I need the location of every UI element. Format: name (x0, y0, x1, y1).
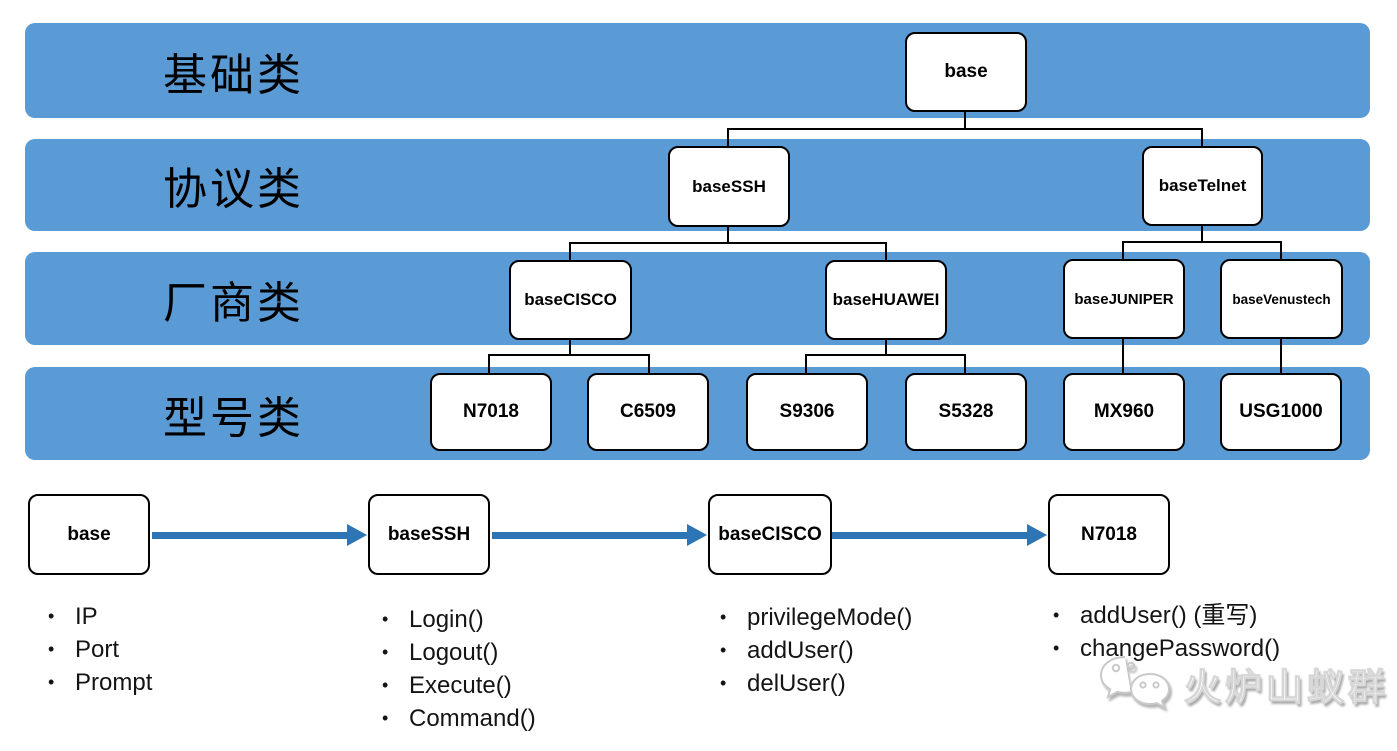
connector-to-basevenustech (1280, 241, 1282, 260)
bullet-icon: • (48, 606, 55, 626)
chain-node-base-cisco: baseCISCO (708, 494, 832, 575)
list-item: •changePassword() (1053, 632, 1280, 665)
arrow-head-icon (347, 524, 367, 546)
bullet-icon: • (720, 673, 727, 693)
arrow-head-icon (1027, 524, 1047, 546)
tree-node-base-telnet: baseTelnet (1142, 146, 1263, 226)
tree-node-n7018: N7018 (430, 373, 552, 451)
tree-node-base-venustech: baseVenustech (1220, 259, 1343, 339)
tree-node-c6509: C6509 (587, 373, 709, 451)
layer-label-protocol: 协议类 (163, 165, 304, 214)
list-item: •IP (48, 600, 152, 633)
list-item: •Logout() (382, 636, 536, 669)
connector-to-c6509 (648, 354, 650, 373)
layer-label-model: 型号类 (163, 393, 304, 443)
tree-node-base-cisco: baseCISCO (509, 260, 632, 340)
list-item: •addUser() (重写) (1053, 599, 1280, 632)
bullet-icon: • (720, 640, 727, 660)
bullet-icon: • (720, 607, 727, 627)
connector-to-basessh (727, 128, 729, 147)
connector-rail-telnet-children (1122, 241, 1282, 243)
connector-to-basehuawei (885, 242, 887, 261)
watermark: 火炉山蚁群 (1098, 655, 1389, 713)
bullet-icon: • (382, 642, 389, 662)
bullet-icon: • (48, 672, 55, 692)
tree-node-mx960: MX960 (1063, 373, 1185, 451)
layer-label-base: 基础类 (163, 50, 304, 100)
list-item: •privilegeMode() (720, 601, 912, 634)
connector-to-s5328 (964, 354, 966, 373)
tree-node-base-juniper: baseJUNIPER (1063, 259, 1185, 339)
bullet-icon: • (1053, 638, 1060, 658)
bullet-icon: • (382, 675, 389, 695)
inherit-arrow-2 (492, 524, 707, 547)
layer-band-base: 基础类 (25, 23, 1370, 118)
list-item: •delUser() (720, 667, 912, 700)
list-item: •Login() (382, 603, 536, 636)
member-list-n7018: •addUser() (重写) •changePassword() (1053, 599, 1280, 665)
chain-node-n7018: N7018 (1048, 494, 1170, 575)
tree-node-s9306: S9306 (746, 373, 868, 451)
connector-rail-protocol (727, 128, 1203, 130)
tree-node-base-ssh: baseSSH (668, 146, 790, 227)
connector-to-basecisco (569, 242, 571, 261)
connector-rail-huawei-children (805, 354, 966, 356)
member-list-base-ssh: •Login() •Logout() •Execute() •Command() (382, 603, 536, 735)
bullet-icon: • (382, 708, 389, 728)
connector-rail-ssh-children (569, 242, 887, 244)
connector-basecisco-down (569, 340, 571, 355)
connector-basessh-down (727, 227, 729, 243)
connector-juniper-mx960 (1122, 339, 1124, 373)
inherit-arrow-1 (152, 524, 367, 547)
list-item: •Prompt (48, 666, 152, 699)
connector-venustech-usg1000 (1280, 339, 1282, 373)
connector-base-down (964, 112, 966, 130)
bullet-icon: • (382, 609, 389, 629)
list-item: •Command() (382, 702, 536, 735)
tree-node-usg1000: USG1000 (1220, 373, 1342, 451)
connector-basetelnet-down (1201, 226, 1203, 242)
connector-to-n7018 (488, 354, 490, 373)
tree-node-s5328: S5328 (905, 373, 1027, 451)
connector-rail-cisco-children (488, 354, 650, 356)
list-item: •Execute() (382, 669, 536, 702)
bullet-icon: • (1053, 605, 1060, 625)
member-list-base-cisco: •privilegeMode() •addUser() •delUser() (720, 601, 912, 700)
tree-node-base-huawei: baseHUAWEI (825, 260, 947, 340)
bullet-icon: • (48, 639, 55, 659)
chain-node-base-ssh: baseSSH (368, 494, 490, 575)
arrow-head-icon (687, 524, 707, 546)
tree-node-base: base (905, 32, 1027, 112)
list-item: •addUser() (720, 634, 912, 667)
member-list-base: •IP •Port •Prompt (48, 600, 152, 699)
connector-basehuawei-down (885, 340, 887, 355)
connector-to-basetelnet (1201, 128, 1203, 147)
layer-label-vendor: 厂商类 (163, 278, 304, 328)
chain-node-base: base (28, 494, 150, 575)
connector-to-s9306 (805, 354, 807, 373)
connector-to-basejuniper (1122, 241, 1124, 260)
wechat-logo-icon (1099, 656, 1171, 709)
list-item: •Port (48, 633, 152, 666)
inherit-arrow-3 (832, 524, 1047, 547)
watermark-text: 火炉山蚁群 (1184, 667, 1389, 709)
